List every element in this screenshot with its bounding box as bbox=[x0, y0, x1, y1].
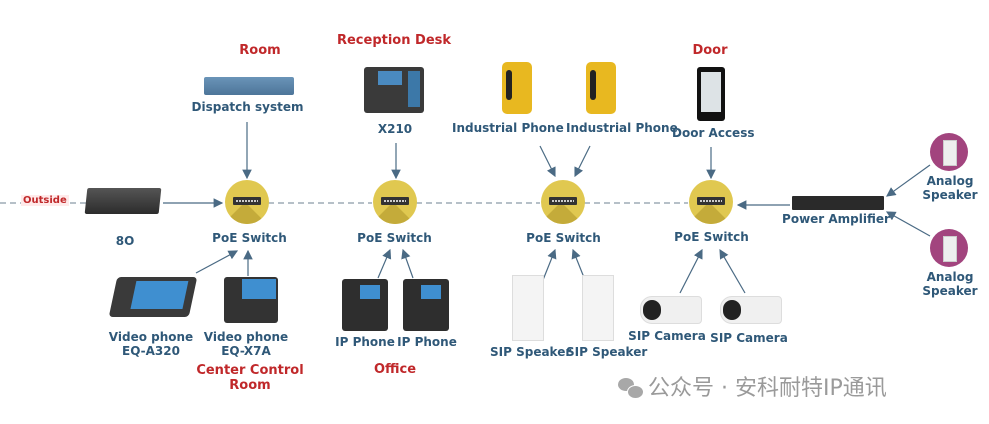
ip-phone-1-label: IP Phone bbox=[335, 335, 395, 349]
router-label: 8O bbox=[115, 234, 135, 248]
sip-speaker-1-device[interactable] bbox=[512, 275, 544, 341]
switch-icon bbox=[549, 197, 577, 205]
industrial-phone-1-label: Industrial Phone bbox=[452, 121, 564, 135]
sip-camera-1-label: SIP Camera bbox=[628, 329, 706, 343]
switch-icon bbox=[233, 197, 261, 205]
sip-camera-2-device[interactable] bbox=[720, 296, 782, 324]
location-center-control-room: Center Control Room bbox=[196, 363, 304, 393]
sip-speaker-2-label: SIP Speaker bbox=[566, 345, 648, 359]
door-access-device[interactable] bbox=[697, 67, 725, 121]
dispatch-system-label: Dispatch system bbox=[191, 100, 304, 114]
location-door: Door bbox=[692, 43, 728, 58]
poe-switch-1-label: PoE Switch bbox=[212, 231, 287, 245]
dispatch-system-device[interactable] bbox=[204, 77, 294, 95]
industrial-phone-1-device[interactable] bbox=[502, 62, 532, 114]
sip-camera-2-label: SIP Camera bbox=[710, 331, 788, 345]
location-reception-desk: Reception Desk bbox=[336, 33, 452, 48]
sip-speaker-2-device[interactable] bbox=[582, 275, 614, 341]
poe-switch-4[interactable] bbox=[689, 180, 733, 224]
power-amplifier-device[interactable] bbox=[792, 196, 884, 210]
poe-switch-2-label: PoE Switch bbox=[357, 231, 432, 245]
ip-phone-2-label: IP Phone bbox=[397, 335, 457, 349]
watermark: 公众号 · 安科耐特IP通讯 bbox=[618, 370, 887, 402]
poe-switch-3-label: PoE Switch bbox=[526, 231, 601, 245]
x210-phone-device[interactable] bbox=[364, 67, 424, 113]
speaker-icon bbox=[943, 236, 957, 262]
door-access-label: Door Access bbox=[672, 126, 755, 140]
wechat-icon bbox=[618, 378, 644, 399]
sip-speaker-1-label: SIP Speaker bbox=[490, 345, 572, 359]
power-amplifier-label: Power Amplifier bbox=[782, 212, 890, 226]
poe-switch-4-label: PoE Switch bbox=[674, 230, 749, 244]
location-room: Room bbox=[239, 43, 281, 58]
x210-label: X210 bbox=[377, 122, 413, 136]
analog-speaker-2-device[interactable] bbox=[930, 229, 968, 267]
location-office: Office bbox=[373, 362, 417, 377]
analog-speaker-1-device[interactable] bbox=[930, 133, 968, 171]
switch-icon bbox=[697, 197, 725, 205]
poe-switch-1[interactable] bbox=[225, 180, 269, 224]
location-outside: Outside bbox=[21, 195, 69, 206]
video-phone-a320-device[interactable] bbox=[108, 277, 198, 317]
industrial-phone-2-label: Industrial Phone bbox=[566, 121, 678, 135]
poe-switch-3[interactable] bbox=[541, 180, 585, 224]
router-device[interactable] bbox=[84, 188, 162, 214]
ip-phone-1-device[interactable] bbox=[342, 279, 388, 331]
ip-phone-2-device[interactable] bbox=[403, 279, 449, 331]
sip-camera-1-device[interactable] bbox=[640, 296, 702, 324]
speaker-icon bbox=[943, 140, 957, 166]
industrial-phone-2-device[interactable] bbox=[586, 62, 616, 114]
poe-switch-2[interactable] bbox=[373, 180, 417, 224]
video-phone-x7a-device[interactable] bbox=[224, 277, 278, 323]
switch-icon bbox=[381, 197, 409, 205]
